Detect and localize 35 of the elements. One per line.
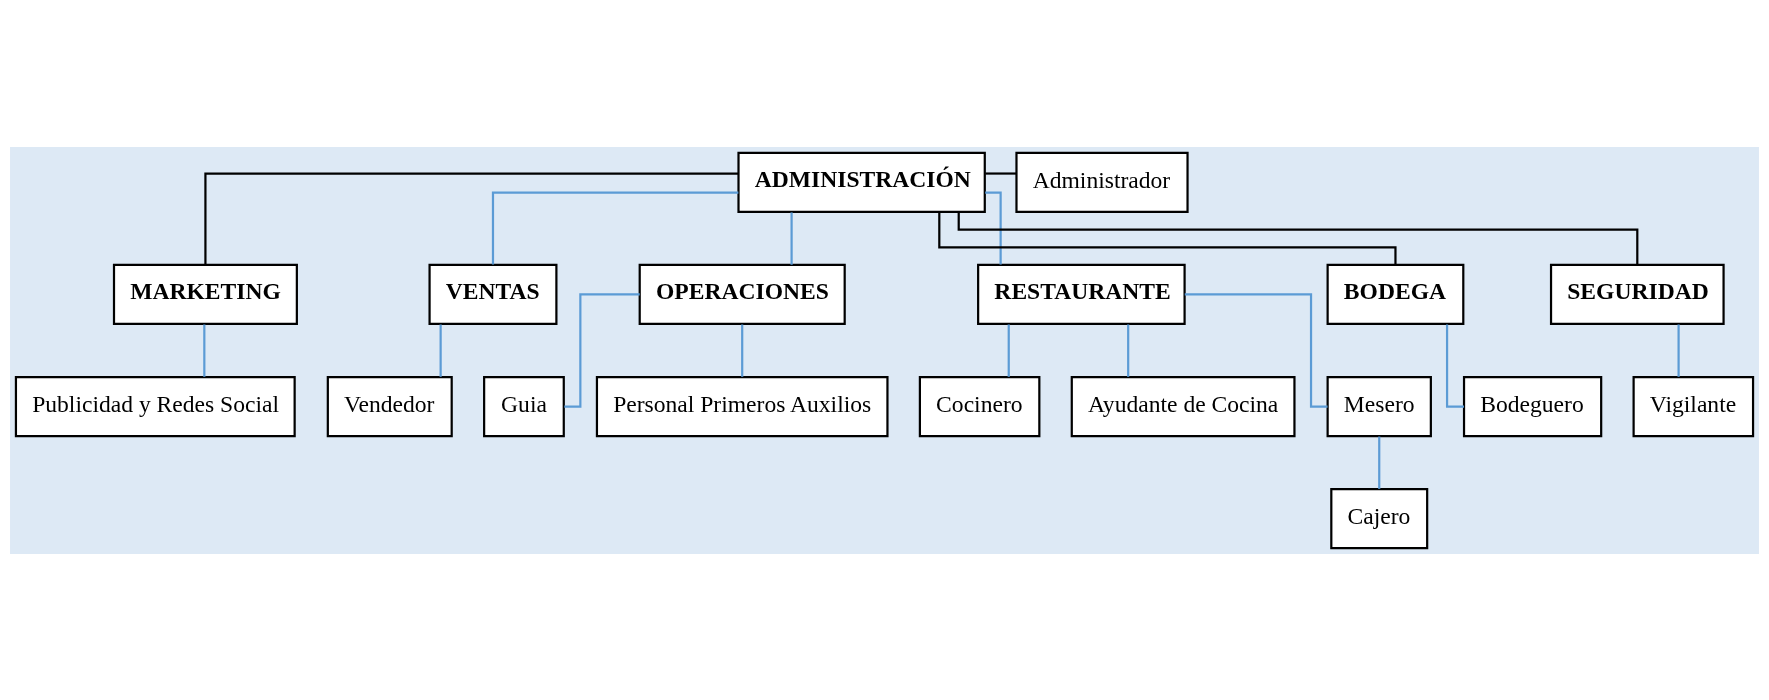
connector xyxy=(564,292,640,408)
node-box: SEGURIDAD xyxy=(1549,263,1725,325)
connector xyxy=(1445,324,1464,408)
node-box: VENTAS xyxy=(428,263,558,325)
node-box: Cajero xyxy=(1330,487,1429,549)
connector xyxy=(491,191,739,264)
node-box: Ayudante de Cocina xyxy=(1070,375,1296,437)
node-box: Vigilante xyxy=(1632,375,1755,437)
node-box: Vendedor xyxy=(326,375,453,437)
connector xyxy=(938,211,1397,265)
node-box: OPERACIONES xyxy=(638,263,846,325)
node-box: ADMINISTRACIÓN xyxy=(737,151,986,213)
node-box: BODEGA xyxy=(1326,263,1465,325)
node-box: Administrador xyxy=(1015,151,1189,213)
connector xyxy=(1184,292,1328,408)
connector xyxy=(985,191,1002,264)
node-box: Publicidad y Redes Social xyxy=(14,375,296,437)
node-box: Bodeguero xyxy=(1462,375,1603,437)
node-box: Personal Primeros Auxilios xyxy=(595,375,889,437)
node-box: RESTAURANTE xyxy=(977,263,1186,325)
connector xyxy=(741,324,744,377)
connector xyxy=(957,211,1639,265)
node-box: Guia xyxy=(483,375,565,437)
node-box: Cocinero xyxy=(918,375,1041,437)
connector xyxy=(1378,436,1381,489)
connector xyxy=(790,211,793,265)
connector xyxy=(1677,324,1680,377)
connector xyxy=(985,171,1016,175)
connector xyxy=(1007,324,1010,377)
connector xyxy=(1127,324,1130,377)
node-box: Mesero xyxy=(1326,375,1432,437)
node-box: MARKETING xyxy=(112,263,298,325)
connector xyxy=(203,324,206,377)
connector xyxy=(439,324,442,377)
connector xyxy=(204,171,739,265)
